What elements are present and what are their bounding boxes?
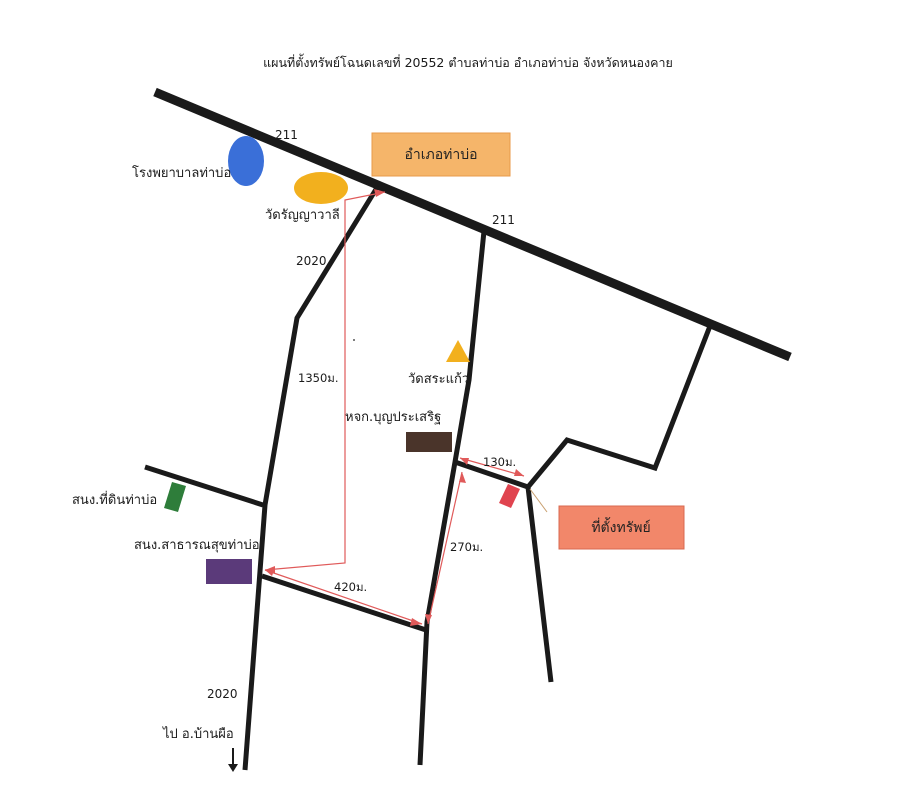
- land-office-label: สนง.ที่ดินท่าบ่อ: [72, 491, 157, 508]
- property-box: [558, 505, 685, 550]
- distance-label-1350: 1350ม.: [298, 371, 339, 385]
- district-office-label: อำเภอท่าบ่อ: [404, 147, 477, 163]
- distance-label-270: 270ม.: [450, 540, 483, 554]
- road-to-property: [454, 459, 529, 490]
- road-connector-420: [261, 573, 427, 633]
- health-office-marker: [206, 559, 252, 584]
- road-right: [525, 325, 713, 683]
- temple-ranyawaree-label: วัดรัญญาวาลี: [265, 207, 340, 223]
- hospital-marker: [228, 136, 264, 186]
- distance-line-270: [427, 471, 463, 625]
- road-land-office: [144, 464, 264, 508]
- hospital-label: โรงพยาบาลท่าบ่อ: [132, 165, 231, 181]
- map-title: แผนที่ตั้งทรัพย์โฉนดเลขที่ 20552 ตำบลท่า…: [263, 53, 673, 70]
- land-office-marker: [164, 482, 186, 512]
- property-pointer: [529, 488, 548, 513]
- temple-srakaeo-marker: [446, 340, 470, 362]
- distance-lines: [264, 191, 525, 625]
- road-label-2020-upper: 2020: [296, 254, 327, 268]
- temple-ranyawaree-marker: [294, 172, 348, 204]
- road-label-211-right: 211: [492, 213, 515, 227]
- road-2020: [242, 184, 381, 771]
- district-office-box: [371, 132, 511, 177]
- road-label-2020-lower: 2020: [207, 687, 238, 701]
- property-marker: [499, 484, 520, 508]
- distance-label-130: 130ม.: [483, 455, 516, 469]
- company-marker: [406, 432, 452, 452]
- distance-label-420: 420ม.: [334, 580, 367, 594]
- distance-line-420: [264, 569, 423, 625]
- distance-arrowheads: [265, 189, 524, 626]
- distance-line-1350: [264, 191, 386, 571]
- down-arrow-icon: [228, 764, 238, 772]
- health-office-label: สนง.สาธารณสุขท่าบ่อ: [134, 538, 260, 553]
- property-label: ที่ตั้งทรัพย์: [591, 517, 650, 536]
- road-label-211-left: 211: [275, 128, 298, 142]
- temple-srakaeo-label: วัดสระแก้ว: [408, 372, 469, 387]
- distance-line-130: [459, 457, 525, 477]
- highway-211: [153, 87, 792, 362]
- map-dot: [353, 339, 355, 341]
- direction-note: ไป อ.บ้านผือ: [162, 726, 234, 742]
- company-label: หจก.บุญประเสริฐ: [345, 410, 441, 425]
- road-middle: [417, 230, 487, 766]
